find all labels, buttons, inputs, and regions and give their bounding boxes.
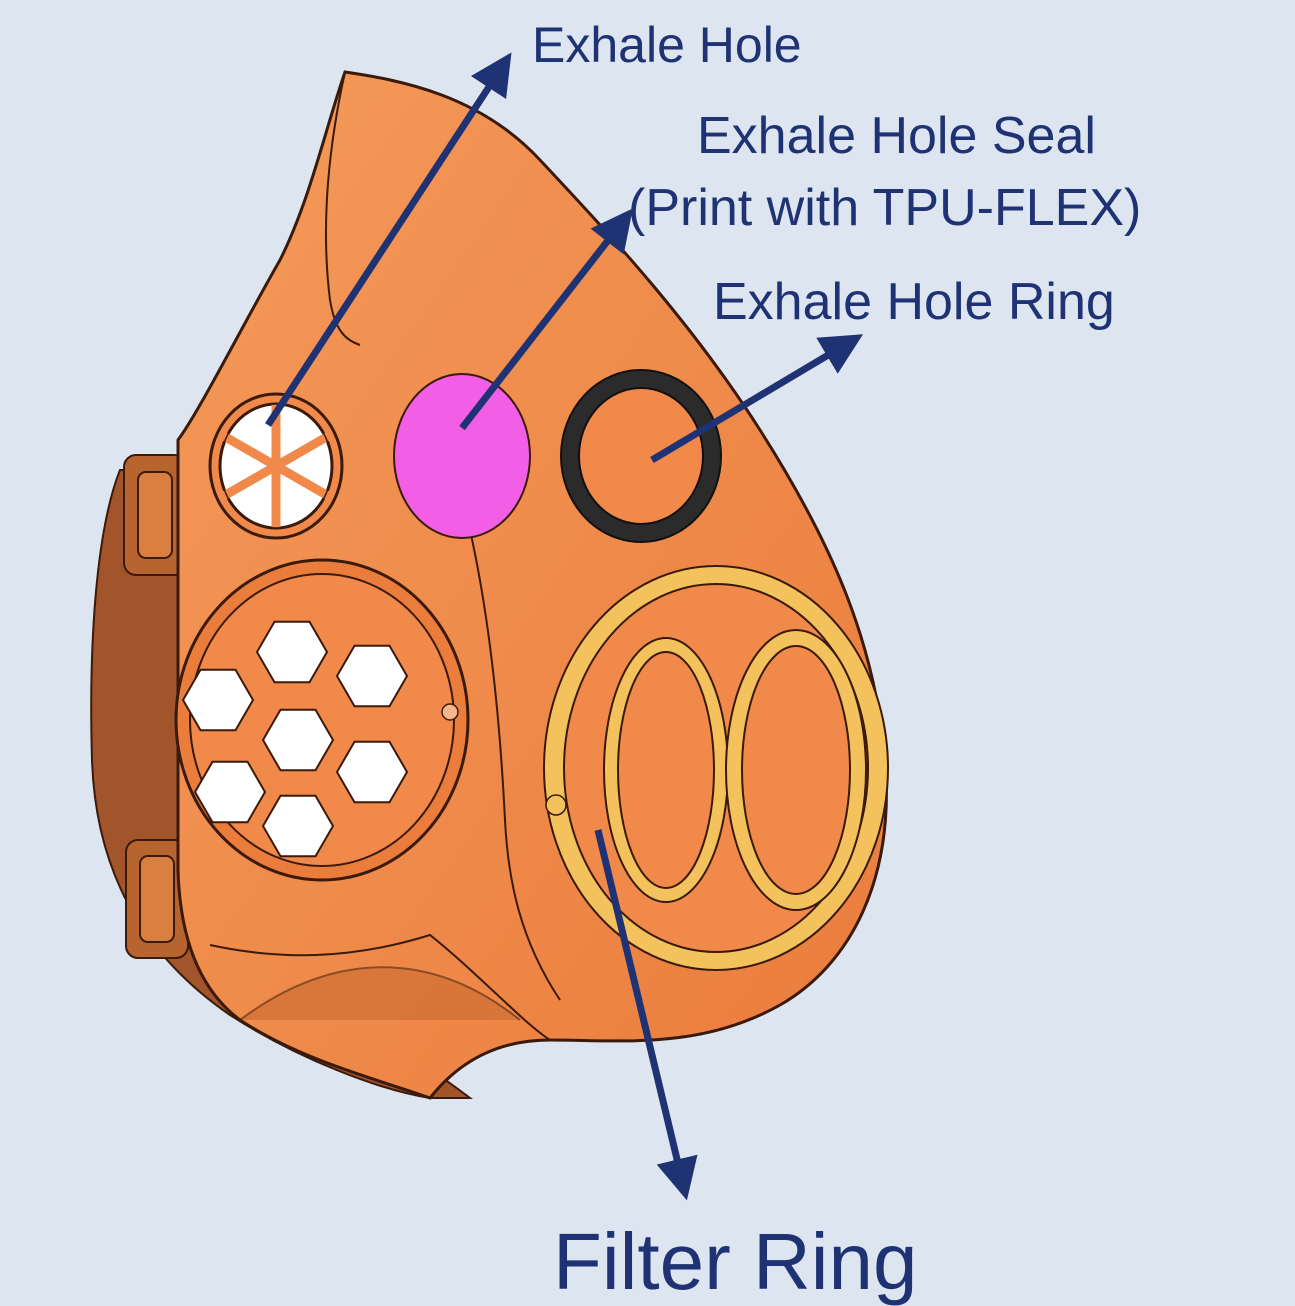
hex-hole: [335, 644, 409, 708]
label-exhale-hole: Exhale Hole: [532, 17, 802, 73]
lower-fold: [209, 933, 551, 1041]
hex-hole: [255, 620, 329, 684]
strap-clip-upper: [123, 454, 187, 576]
hex-hole: [261, 794, 335, 858]
nose-ridge: [325, 71, 361, 346]
exhale-hole: [208, 392, 344, 540]
hex-hole: [193, 760, 267, 824]
label-exhale-hole-seal-note: (Print with TPU-FLEX): [628, 179, 1142, 237]
exhale-hole-seal: [393, 373, 531, 539]
filter-ring: [543, 565, 889, 971]
hex-hole: [261, 708, 335, 772]
filter-hex-holes: [181, 620, 409, 858]
label-exhale-hole-ring: Exhale Hole Ring: [713, 273, 1115, 331]
hex-hole: [335, 740, 409, 804]
hex-hole: [181, 668, 255, 732]
arrow-exhale-hole-seal: [459, 208, 633, 431]
label-exhale-hole-seal: Exhale Hole Seal: [697, 107, 1096, 165]
lower-chin: [239, 966, 521, 1021]
arrow-exhale-hole-ring: [650, 334, 864, 464]
arrow-exhale-hole: [265, 52, 512, 427]
center-seam: [469, 529, 561, 1001]
label-filter-ring: Filter Ring: [553, 1217, 918, 1306]
exhale-hole-ring: [560, 369, 722, 543]
arrow-filter-ring: [594, 829, 698, 1201]
strap-clip-lower: [125, 839, 189, 959]
